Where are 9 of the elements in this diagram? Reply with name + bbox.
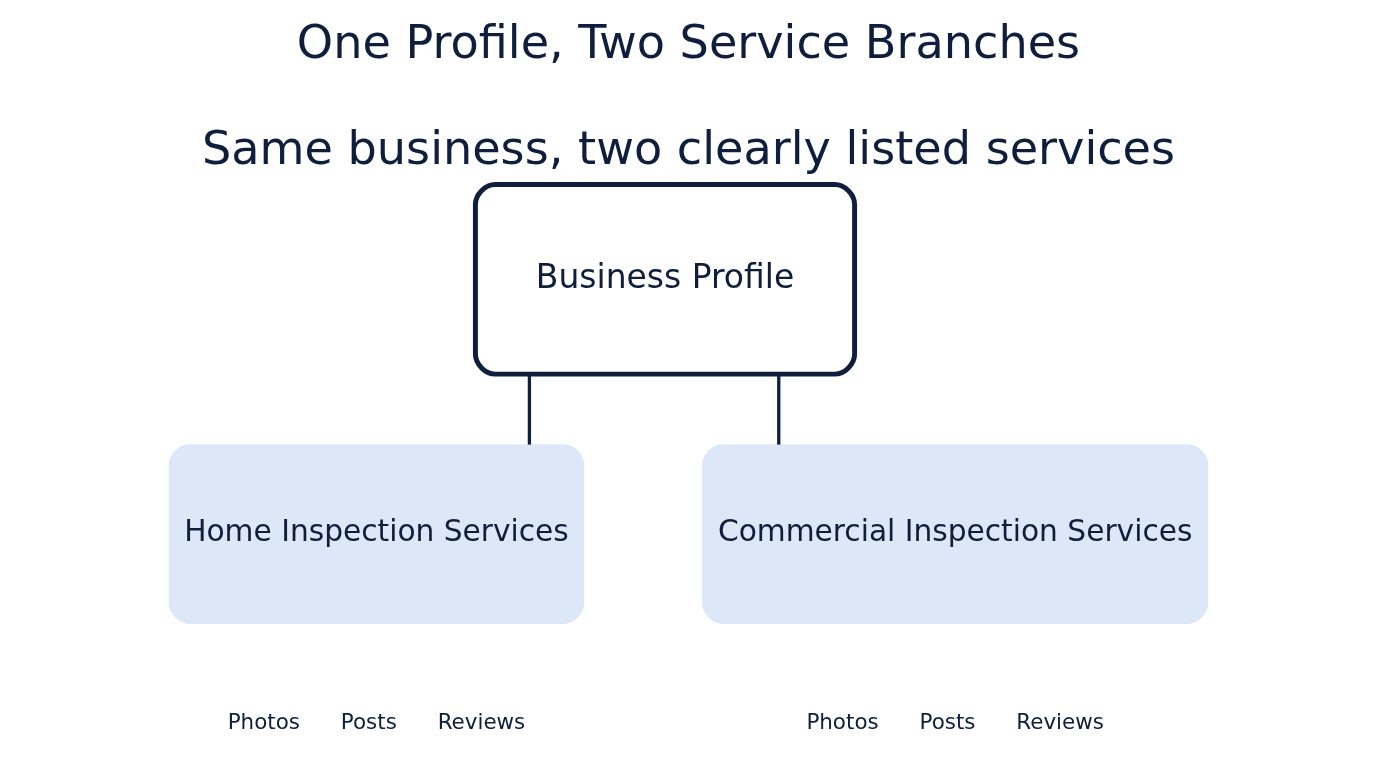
node-box: Business Profile xyxy=(472,182,857,377)
node-box: Home Inspection Services xyxy=(168,444,584,624)
connector xyxy=(527,374,531,445)
node-label: Photos Posts Reviews xyxy=(805,709,1104,735)
diagram-title: One Profile, Two Service Branches xyxy=(296,15,1080,70)
caption: Same business, two clearly listed services xyxy=(201,120,1175,175)
node-label: Photos Posts Reviews xyxy=(227,709,525,735)
node-box: Commercial Inspection Services xyxy=(701,444,1208,624)
connector xyxy=(776,374,780,445)
